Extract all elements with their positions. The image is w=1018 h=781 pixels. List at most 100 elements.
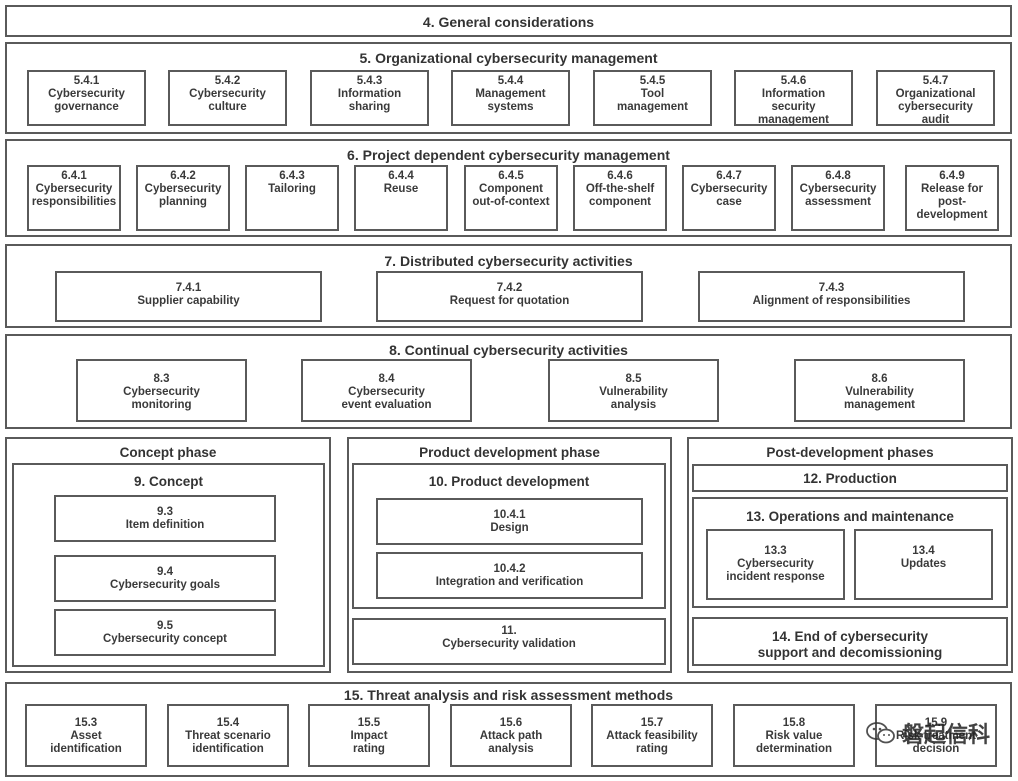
s7-item-label: Alignment of responsibilities: [752, 295, 911, 307]
s15-item-num: 15.8: [782, 717, 806, 729]
s8-item-label: Vulnerability management: [844, 386, 915, 411]
s5-item-label: Management systems: [475, 88, 546, 113]
s5-item-num: 5.4.2: [214, 75, 241, 87]
validation-box: 11. Cybersecurity validation: [352, 618, 666, 665]
s15-item-label: Impact rating: [350, 730, 388, 755]
s6-item-label: Cybersecurity case: [690, 183, 768, 208]
s15-item-label: Asset identification: [50, 730, 122, 755]
s7-item-num: 7.4.2: [496, 282, 523, 294]
concept-item-num: 9.3: [157, 506, 173, 518]
end-of-support-box: 14. End of cybersecurity support and dec…: [692, 617, 1008, 666]
section-7-title: 7. Distributed cybersecurity activities: [384, 253, 633, 269]
product-item-label: Design: [490, 522, 529, 534]
s6-item-num: 6.4.9: [939, 170, 965, 182]
section-6-title: 6. Project dependent cybersecurity manag…: [347, 147, 670, 163]
validation-label: Cybersecurity validation: [442, 638, 576, 650]
s15-item-num: 15.9: [924, 717, 948, 729]
s5-item-label: Cybersecurity culture: [189, 88, 266, 113]
s6-item-label: Component out-of-context: [472, 183, 550, 208]
validation-num: 11.: [501, 625, 517, 637]
s6-item-num: 6.4.3: [279, 170, 305, 182]
s5-item-num: 5.4.1: [73, 75, 100, 87]
s5-item-label: Information sharing: [337, 88, 402, 113]
concept-item-num: 9.5: [157, 620, 173, 632]
post-phase-title: Post-development phases: [766, 445, 934, 460]
s5-item-num: 5.4.4: [497, 75, 524, 87]
s15-item-num: 15.4: [216, 717, 240, 729]
s8-item-num: 8.6: [871, 373, 888, 385]
s15-item-num: 15.7: [640, 717, 664, 729]
ops-item-num: 13.4: [912, 545, 935, 557]
s6-item-label: Reuse: [383, 183, 419, 195]
s15-item-label: Threat scenario identification: [185, 730, 271, 755]
ops-item-num: 13.3: [764, 545, 787, 557]
s7-item-label: Supplier capability: [137, 295, 240, 307]
s8-item-num: 8.4: [378, 373, 395, 385]
s7-item-label: Request for quotation: [449, 295, 570, 307]
s5-item-label: Information security management: [758, 88, 829, 126]
product-item-label: Integration and verification: [435, 576, 584, 588]
ops-item-label: Updates: [900, 558, 947, 570]
product-phase-title: Product development phase: [419, 445, 600, 460]
product-item-num: 10.4.2: [493, 563, 526, 575]
s15-item-label: Attack feasibility rating: [606, 730, 698, 755]
section-4-title: 4. General considerations: [422, 14, 595, 30]
concept-item-label: Item definition: [125, 519, 205, 531]
product-section-title: 10. Product development: [428, 474, 590, 489]
production-title: 12. Production: [803, 471, 897, 486]
section-8-title: 8. Continual cybersecurity activities: [389, 342, 628, 358]
s6-item-num: 6.4.4: [388, 170, 414, 182]
s15-item-num: 15.5: [357, 717, 381, 729]
concept-item-label: Cybersecurity goals: [110, 579, 220, 591]
concept-item-num: 9.4: [157, 566, 173, 578]
ops-item-label: Cybersecurity incident response: [726, 558, 825, 583]
s15-item-label: Attack path analysis: [479, 730, 543, 755]
s5-item-num: 5.4.5: [639, 75, 666, 87]
s15-item-label: Risk treatment decision: [896, 730, 976, 755]
s6-item-label: Cybersecurity responsibilities: [31, 183, 117, 208]
s15-item-num: 15.3: [74, 717, 98, 729]
watermark-text: 磐起信科: [901, 722, 990, 747]
concept-section-title: 9. Concept: [133, 474, 203, 489]
end-of-support-title: 14. End of cybersecurity support and dec…: [757, 629, 943, 660]
s6-item-label: Cybersecurity planning: [144, 183, 222, 208]
section-15-title: 15. Threat analysis and risk assessment …: [343, 687, 674, 703]
s15-item-label: Risk value determination: [755, 730, 833, 755]
s5-item-num: 5.4.6: [780, 75, 807, 87]
product-item-num: 10.4.1: [493, 509, 526, 521]
s6-item-label: Tailoring: [268, 183, 316, 195]
s8-item-label: Cybersecurity monitoring: [123, 386, 200, 411]
section-5-title: 5. Organizational cybersecurity manageme…: [359, 50, 658, 66]
